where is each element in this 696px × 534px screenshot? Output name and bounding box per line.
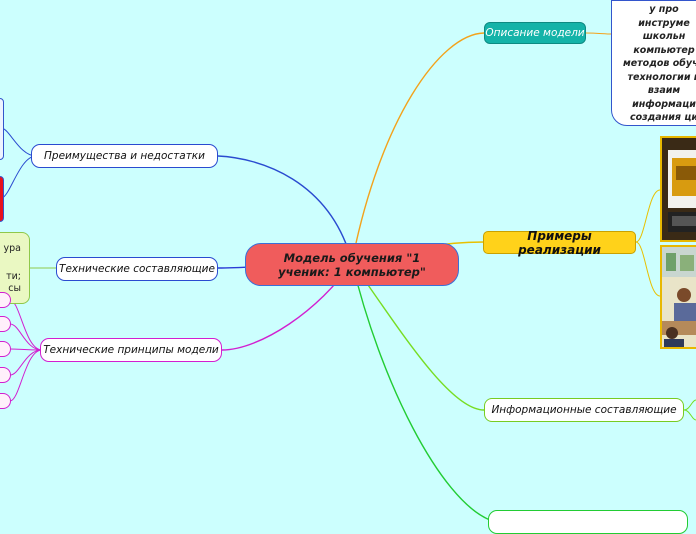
example-photo-classroom[interactable] — [660, 245, 696, 349]
branch-bottom-cut[interactable] — [488, 510, 688, 534]
branch-advantages-label: Преимущества и недостатки — [44, 150, 205, 162]
desc-line-7: взаим — [647, 85, 681, 96]
branch-tech-components[interactable]: Технические составляющие — [56, 257, 218, 281]
branch-examples-label: Примеры реализации — [518, 228, 601, 257]
edge-principle-sub-4 — [9, 349, 43, 402]
edge-example-photo-2 — [635, 241, 661, 297]
advantages-subnode[interactable] — [0, 98, 4, 160]
edge-example-photo-1 — [635, 189, 661, 243]
desc-line-4: компьютер — [633, 44, 695, 56]
branch-examples[interactable]: Примеры реализации — [483, 228, 636, 257]
edge-info-sub-1 — [683, 399, 696, 411]
edge-info-components — [351, 261, 485, 411]
desc-line-6: технологии и — [627, 71, 696, 83]
branch-description-label: Описание модели — [485, 27, 585, 39]
tech-comp-line-3: сы — [8, 283, 21, 294]
branch-tech-principles-label: Технические принципы модели — [43, 344, 219, 356]
edge-bottom — [351, 261, 491, 520]
desc-line-9: создания ци — [629, 112, 696, 123]
central-topic[interactable]: Модель обучения "1 ученик: 1 компьютер" — [245, 243, 459, 286]
edge-description-text — [585, 32, 613, 35]
edge-principle-sub-3 — [9, 349, 43, 376]
edge-principle-sub-5 — [9, 299, 43, 351]
central-topic-label: Модель обучения "1 ученик: 1 компьютер" — [278, 250, 426, 279]
classroom-image-icon — [662, 247, 696, 347]
example-photo-laptop[interactable] — [660, 136, 696, 242]
branch-tech-principles[interactable]: Технические принципы модели — [40, 338, 222, 362]
edge-description — [351, 32, 485, 263]
tech-components-detail[interactable]: ура ти; сы — [0, 232, 30, 304]
desc-line-1: у про — [649, 4, 679, 15]
branch-tech-components-label: Технические составляющие — [59, 263, 215, 275]
desc-line-3: школьн — [642, 31, 686, 42]
desc-line-5: методов обуче — [622, 58, 696, 69]
branch-advantages[interactable]: Преимущества и недостатки — [31, 144, 218, 168]
tech-comp-line-1: ура — [3, 243, 21, 254]
desc-line-8: информаци — [632, 98, 696, 110]
principle-subnode-4[interactable] — [0, 393, 11, 409]
edge-info-sub-2 — [683, 409, 696, 421]
principle-subnode-5[interactable] — [0, 292, 11, 308]
branch-info-components[interactable]: Информационные составляющие — [484, 398, 684, 422]
description-text[interactable]: у про инструме школьн компьютер методов … — [611, 0, 696, 126]
laptop-image-icon — [662, 138, 696, 240]
edge-principle-sub-1 — [9, 323, 43, 351]
branch-description[interactable]: Описание модели — [484, 22, 586, 44]
edge-advantages — [217, 155, 353, 263]
branch-info-components-label: Информационные составляющие — [491, 404, 677, 416]
principle-subnode-1[interactable] — [0, 316, 11, 332]
principle-subnode-2[interactable] — [0, 341, 11, 357]
disadvantages-subnode[interactable] — [0, 176, 4, 222]
principle-subnode-3[interactable] — [0, 367, 11, 383]
tech-comp-line-2: ти; — [6, 271, 21, 282]
desc-line-2: инструме — [638, 17, 690, 29]
